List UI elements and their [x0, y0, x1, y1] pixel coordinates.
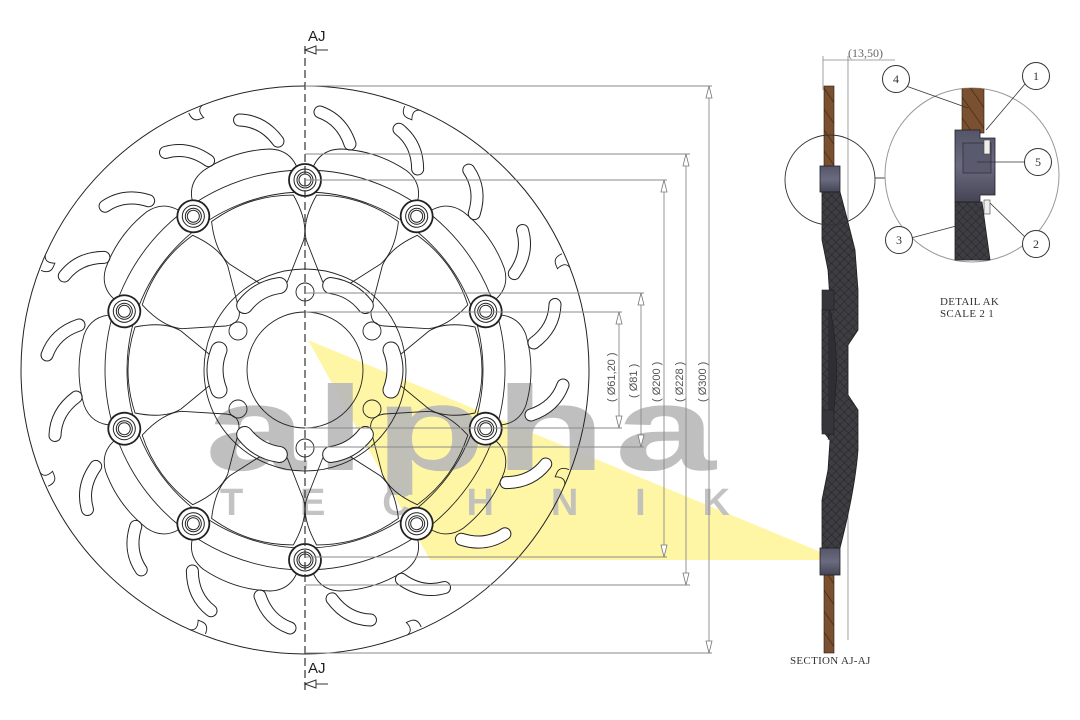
- dimension-arrows: [615, 85, 713, 654]
- watermark-yellow-wedge: [308, 340, 840, 560]
- detail-ak-marker: [784, 134, 876, 226]
- button-section-top: [819, 165, 841, 193]
- section-marker-aj-bottom: AJ: [308, 660, 326, 677]
- section-line-aj: [303, 45, 328, 690]
- watermark: alpha TECHNIK: [205, 340, 840, 560]
- rim-notches: [39, 104, 571, 636]
- rotor-section-bottom: [823, 574, 835, 654]
- dimension-lines: [305, 85, 712, 654]
- detail-view-ak: [884, 83, 1060, 263]
- rotor-section-top: [823, 85, 835, 169]
- dimension-dia-61-20: ( Ø61,20 ): [606, 352, 618, 402]
- floating-buttons: [107, 163, 503, 577]
- detail-caption-scale: SCALE 2 1: [940, 308, 995, 320]
- dimension-overall-width: (13,50): [848, 46, 883, 60]
- balloon-1: 1: [1022, 62, 1050, 90]
- section-caption: SECTION AJ-AJ: [790, 655, 871, 667]
- dimension-dia-228: ( Ø228 ): [674, 361, 686, 402]
- button-section-bottom: [819, 547, 841, 576]
- dimension-dia-200: ( Ø200 ): [651, 361, 663, 402]
- balloon-2: 2: [1022, 230, 1050, 258]
- section-marker-aj-top: AJ: [308, 28, 326, 45]
- detail-caption-title: DETAIL AK: [940, 296, 1000, 308]
- dimension-dia-300: ( Ø300 ): [697, 361, 709, 402]
- rotor-slots: [40, 105, 570, 635]
- balloon-3: 3: [885, 226, 913, 254]
- hub-slots: [206, 277, 404, 463]
- watermark-brand-alpha: alpha: [205, 362, 725, 496]
- section-view: [784, 56, 895, 654]
- dimension-dia-81: ( Ø81 ): [628, 363, 640, 398]
- rotor-tab-scallops: [78, 148, 532, 592]
- balloon-5: 5: [1024, 148, 1052, 176]
- carrier-section: [821, 191, 859, 549]
- balloon-4: 4: [882, 65, 910, 93]
